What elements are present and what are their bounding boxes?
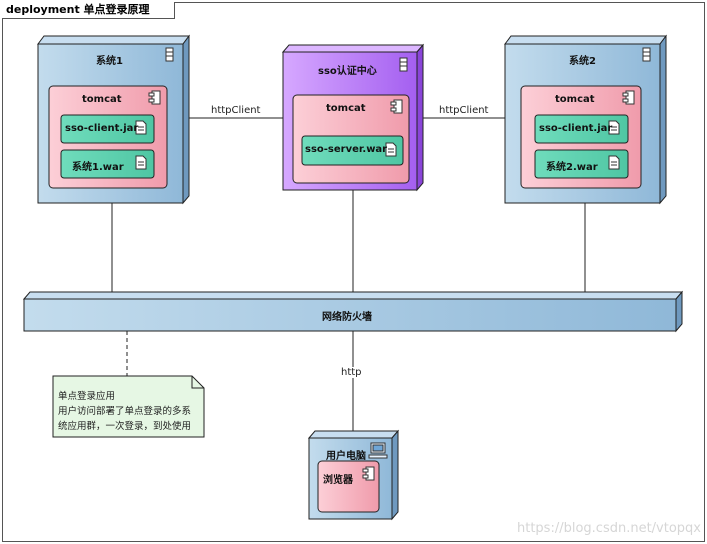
connector-label-left: httpClient xyxy=(211,105,261,116)
sso-center-title: sso认证中心 xyxy=(318,66,377,77)
note-line: 统应用群，一次登录，到处使用 xyxy=(58,421,192,432)
node-stereotype-icon xyxy=(165,47,174,62)
component-icon xyxy=(148,90,161,105)
system1-title: 系统1 xyxy=(96,56,123,67)
node-sso-center xyxy=(281,43,425,192)
artifact-icon xyxy=(135,120,147,135)
system1-artifact-war: 系统1.war xyxy=(72,162,124,173)
artifact-icon xyxy=(608,155,620,170)
component-icon xyxy=(362,466,375,481)
browser-component-label: 浏览器 xyxy=(323,475,353,486)
connector-label-right: httpClient xyxy=(439,105,489,116)
note-line: 单点登录应用 xyxy=(58,391,116,402)
connector-label-bottom: http xyxy=(341,367,362,378)
artifact-icon xyxy=(135,155,147,170)
system1-tomcat-label: tomcat xyxy=(82,94,122,105)
system2-artifact-sso-client: sso-client.jar xyxy=(539,123,613,134)
system2-title: 系统2 xyxy=(569,56,596,67)
computer-icon xyxy=(368,442,388,459)
firewall-title: 网络防火墙 xyxy=(322,312,372,323)
system1-artifact-sso-client: sso-client.jar xyxy=(65,123,139,134)
node-user-pc xyxy=(307,429,400,521)
system2-tomcat-label: tomcat xyxy=(555,94,595,105)
frame-title: deployment 单点登录原理 xyxy=(2,2,175,19)
note-text: 单点登录应用 用户访问部署了单点登录的多系 统应用群，一次登录，到处使用 xyxy=(58,389,191,434)
user-pc-title: 用户电脑 xyxy=(326,451,366,462)
system2-artifact-war: 系统2.war xyxy=(546,162,598,173)
watermark: https://blog.csdn.net/vtopqx xyxy=(517,521,701,536)
sso-artifact-server: sso-server.war xyxy=(305,144,388,155)
node-system2 xyxy=(504,34,667,205)
artifact-icon xyxy=(385,142,397,157)
artifact-icon xyxy=(608,120,620,135)
component-icon xyxy=(390,99,403,114)
node-firewall xyxy=(22,290,684,333)
component-icon xyxy=(622,90,635,105)
sso-tomcat-label: tomcat xyxy=(326,103,366,114)
connector-lines xyxy=(111,117,586,432)
note-shape xyxy=(52,375,205,438)
node-stereotype-icon xyxy=(642,47,651,62)
note-line: 用户访问部署了单点登录的多系 xyxy=(58,406,192,417)
node-system1 xyxy=(37,34,190,205)
node-stereotype-icon xyxy=(399,57,408,72)
